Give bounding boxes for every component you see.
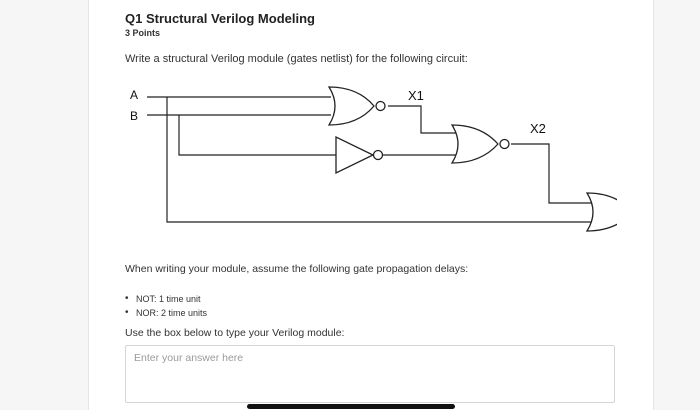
home-indicator-bar xyxy=(247,404,455,409)
delay-instruction: When writing your module, assume the fol… xyxy=(125,263,469,275)
nor-gate-final xyxy=(585,192,617,232)
circuit-diagram: A B X1 X2 F1 xyxy=(125,82,617,240)
question-title: Q1 Structural Verilog Modeling xyxy=(125,11,315,26)
wire-x2 xyxy=(511,143,591,204)
question-prompt: Write a structural Verilog module (gates… xyxy=(125,53,468,65)
delay-item-not: NOT: 1 time unit xyxy=(125,292,207,306)
label-x1: X1 xyxy=(408,88,424,103)
not-gate xyxy=(335,135,384,175)
question-card: Q1 Structural Verilog Modeling 3 Points … xyxy=(88,0,654,410)
delay-list: NOT: 1 time unit NOR: 2 time units xyxy=(125,292,207,320)
wire-a-to-final xyxy=(166,97,591,223)
wire-b-to-not xyxy=(178,115,336,156)
nor-gate-1 xyxy=(327,86,386,126)
label-a: A xyxy=(130,88,138,102)
answer-textarea[interactable] xyxy=(125,345,615,403)
label-b: B xyxy=(130,109,138,123)
delay-item-nor: NOR: 2 time units xyxy=(125,306,207,320)
answer-instruction: Use the box below to type your Verilog m… xyxy=(125,327,345,339)
label-x2: X2 xyxy=(530,121,546,136)
nor-gate-2 xyxy=(450,124,510,164)
question-points: 3 Points xyxy=(125,28,161,38)
wire-x1 xyxy=(388,105,456,134)
